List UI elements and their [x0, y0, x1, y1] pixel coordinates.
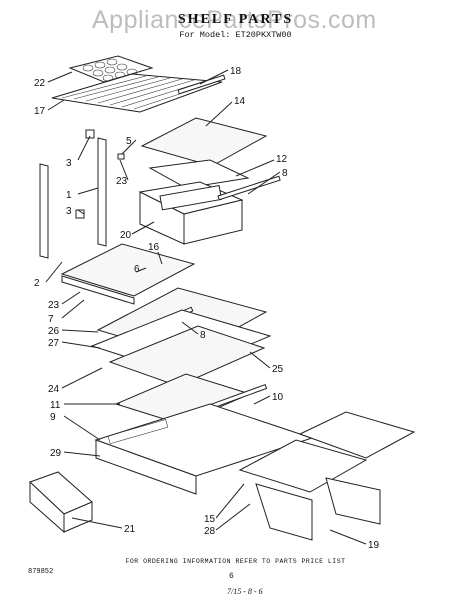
- svg-text:16: 16: [148, 242, 160, 253]
- leader-lines: [45, 69, 367, 545]
- svg-text:3: 3: [66, 206, 72, 217]
- svg-text:5: 5: [126, 136, 132, 147]
- svg-text:1: 1: [66, 190, 72, 201]
- bracket-top: [85, 129, 95, 139]
- watermark: AppliancePartsPros.com: [92, 6, 377, 34]
- svg-text:12: 12: [276, 154, 288, 165]
- svg-text:10: 10: [272, 392, 284, 403]
- svg-text:19: 19: [368, 540, 380, 551]
- diagram-title: SHELF PARTS: [177, 12, 294, 27]
- svg-text:21: 21: [124, 524, 136, 535]
- glass-shelf-6: [60, 243, 196, 297]
- svg-text:8: 8: [282, 168, 288, 179]
- svg-text:15: 15: [204, 514, 216, 525]
- door-bin: [29, 471, 93, 534]
- callout-labels: 22 18 17 14 5 3 12 8 23 1 3 20 16 6 23 7…: [34, 66, 380, 551]
- page-number: 6: [229, 572, 234, 581]
- svg-text:24: 24: [48, 384, 60, 395]
- crisper-drawers: [238, 411, 416, 541]
- svg-text:22: 22: [34, 78, 46, 89]
- svg-text:29: 29: [50, 448, 62, 459]
- date-mark: 7/15 - 8 - 6: [227, 587, 263, 596]
- svg-text:17: 17: [34, 106, 46, 117]
- glass-shelf-upper: [140, 117, 268, 167]
- svg-text:14: 14: [234, 96, 246, 107]
- svg-text:20: 20: [120, 230, 132, 241]
- svg-text:2: 2: [34, 278, 40, 289]
- svg-text:23: 23: [48, 300, 60, 311]
- svg-text:8: 8: [200, 330, 206, 341]
- svg-text:7: 7: [48, 314, 54, 325]
- model-subtitle: For Model: ET20PKXTW00: [179, 30, 292, 40]
- svg-text:11: 11: [50, 400, 61, 411]
- svg-text:9: 9: [50, 412, 56, 423]
- side-rails: [39, 137, 107, 259]
- shelf-frame-7: [61, 275, 135, 305]
- svg-text:26: 26: [48, 326, 60, 337]
- stop-clip: [117, 153, 125, 160]
- svg-text:3: 3: [66, 158, 72, 169]
- svg-text:28: 28: [204, 526, 216, 537]
- ordering-info-footer: FOR ORDERING INFORMATION REFER TO PARTS …: [125, 558, 346, 565]
- svg-text:27: 27: [48, 338, 60, 349]
- diagram-number: 879852: [28, 568, 54, 576]
- svg-text:25: 25: [272, 364, 284, 375]
- svg-text:18: 18: [230, 66, 242, 77]
- svg-text:23: 23: [116, 176, 128, 187]
- glass-shelf-25: [108, 325, 266, 387]
- egg-tray: [68, 55, 154, 83]
- shelf-rail: [177, 74, 226, 95]
- svg-text:6: 6: [134, 264, 140, 275]
- wire-shelf: [51, 73, 223, 113]
- meat-pan: [138, 159, 250, 245]
